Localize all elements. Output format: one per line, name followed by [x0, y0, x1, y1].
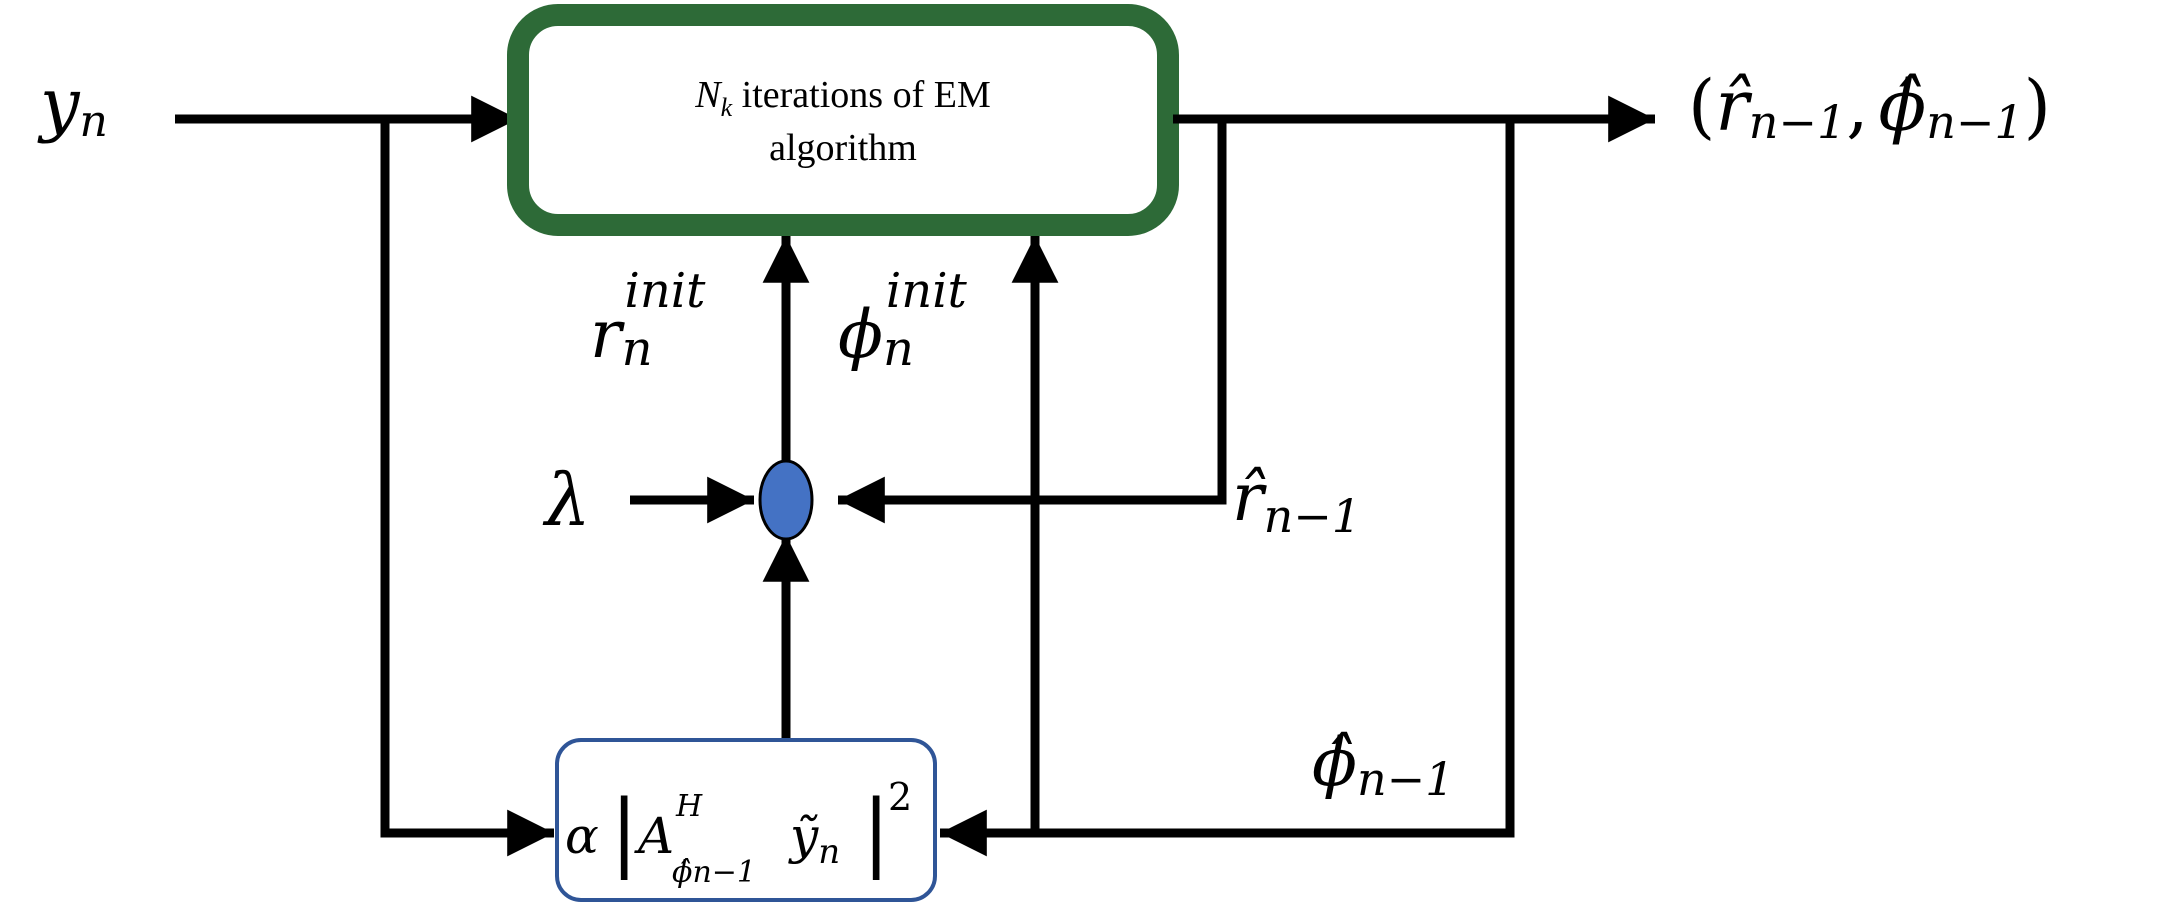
em-algorithm-box — [507, 4, 1179, 236]
combiner-node — [758, 459, 814, 541]
em-box-line2: algorithm — [769, 127, 917, 169]
r-prev-label: r̂n−1 — [1232, 459, 1361, 543]
matrix-a-sub: ϕ̂n−1 — [672, 855, 756, 890]
input-to-alpha-arrow — [380, 119, 554, 857]
input-y-label: yn — [37, 63, 108, 147]
em-box-line1: Nk iterations of EM — [694, 74, 990, 122]
abs-bar-right: | — [862, 782, 890, 880]
phi-init-label: ϕninit — [838, 263, 968, 377]
phi-prev-label: ϕ̂n−1 — [1312, 724, 1454, 806]
alpha-power-box — [555, 738, 937, 902]
matrix-a-sup: H — [675, 789, 703, 824]
y-tilde: ỹn — [788, 807, 840, 872]
lambda-label: λ — [542, 458, 591, 542]
phi-feedback-arrow — [940, 119, 1515, 857]
output-pair-label: (r̂n−1,ϕ̂n−1) — [1688, 65, 2051, 149]
abs-bar-left: | — [610, 782, 638, 880]
power-two: 2 — [888, 775, 912, 819]
alpha-symbol: α — [565, 807, 599, 865]
r-init-label: rninit — [590, 263, 706, 377]
r-feedback-arrow — [838, 119, 1227, 524]
matrix-a: A — [634, 807, 674, 865]
